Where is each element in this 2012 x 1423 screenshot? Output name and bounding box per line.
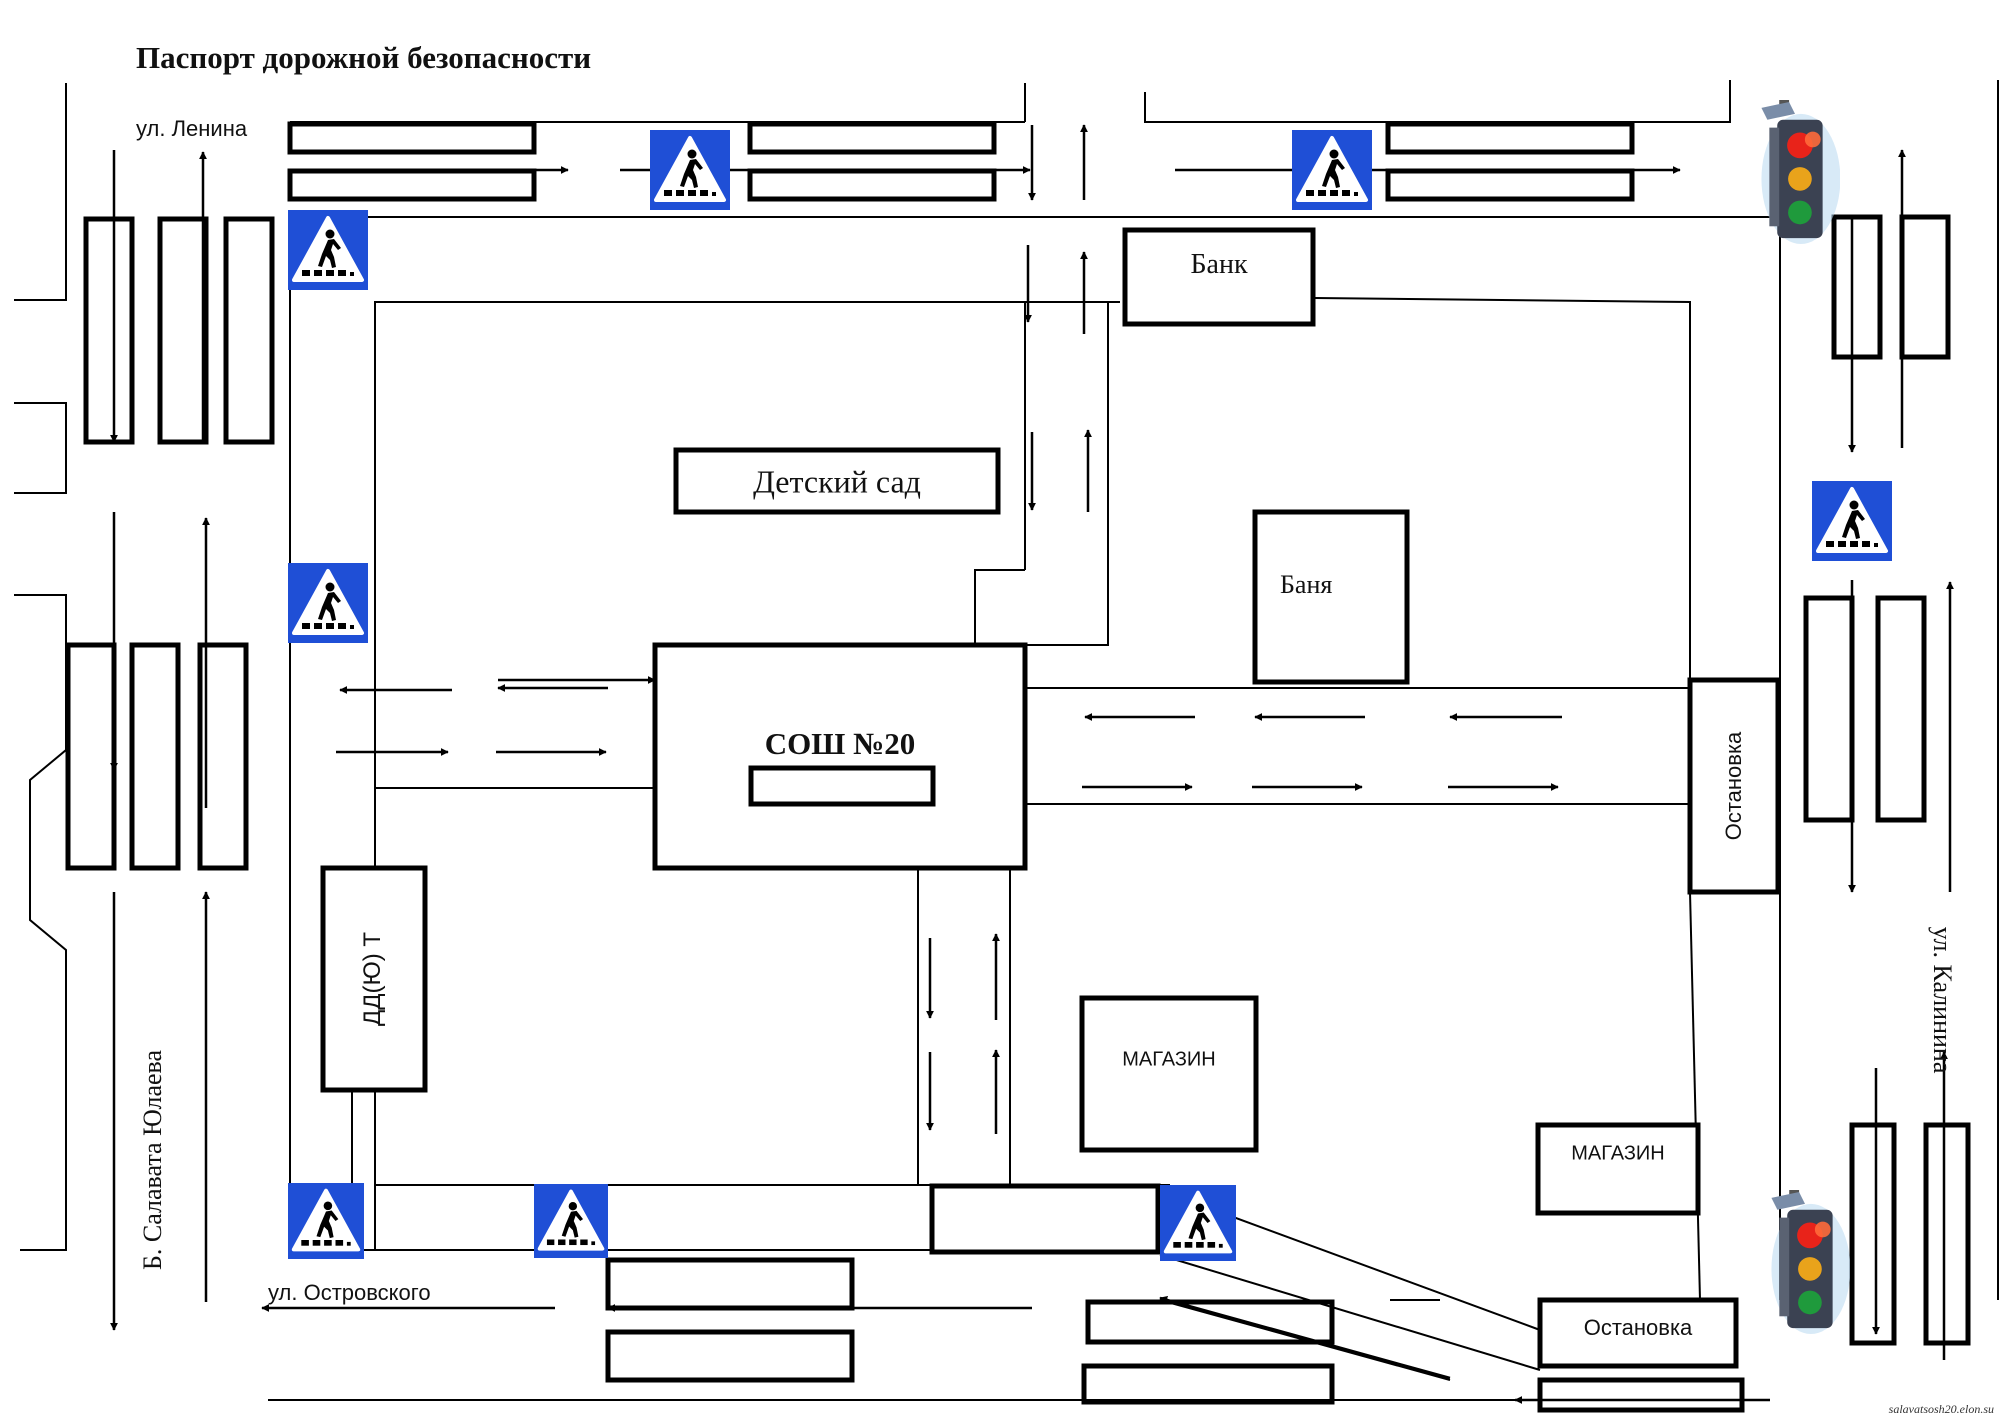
pedestrian-crossing-icon (288, 210, 368, 290)
lane-box (1875, 595, 1927, 823)
lane-box (1385, 121, 1635, 155)
lane-box (157, 216, 209, 445)
pedestrian-crossing-icon (1160, 1185, 1236, 1261)
pedestrian-crossing-icon (1812, 481, 1892, 561)
shop-center-building (1079, 995, 1259, 1153)
shop-right-building (1535, 1122, 1701, 1216)
watermark: salavatsosh20.elon.su (1888, 1402, 1994, 1416)
lane-box (1385, 168, 1635, 202)
pedestrian-crossing-icon (650, 130, 730, 210)
traffic-arrows (110, 124, 1954, 1404)
lane-box (223, 216, 275, 445)
lane-box (1831, 214, 1883, 360)
bus-stop-right (1687, 677, 1781, 895)
school-label: СОШ №20 (764, 726, 916, 761)
bathhouse-label: Баня (1280, 570, 1333, 599)
street-label-salavata: Б. Салавата Юлаева (138, 1050, 167, 1270)
lane-box (1923, 1122, 1971, 1346)
lane-box (1085, 1299, 1335, 1345)
lane-box (605, 1257, 855, 1311)
lane-box (65, 642, 117, 871)
bus-stop-right-label: Остановка (1721, 731, 1746, 841)
bank-label: Банк (1190, 249, 1248, 280)
shop-right-label: МАГАЗИН (1571, 1142, 1665, 1165)
lane-box (1849, 1122, 1897, 1346)
arrow (1159, 1296, 1451, 1380)
pedestrian-crossing-icon (288, 563, 368, 643)
bank-building (1122, 227, 1316, 327)
ddyut-building (320, 865, 428, 1093)
lane-box (605, 1329, 855, 1383)
traffic-light-icon (1771, 1190, 1850, 1335)
street-label-lenina: ул. Ленина (136, 116, 248, 141)
street-label-ostrovskogo: ул. Островского (268, 1280, 431, 1305)
lane-box (129, 642, 181, 871)
school-building (652, 642, 1028, 871)
lane-box (1537, 1377, 1745, 1413)
bus-stop-bottom (1537, 1297, 1739, 1369)
kindergarten-building (673, 447, 1001, 515)
bus-stop-bottom-label: Остановка (1583, 1315, 1693, 1340)
lane-box (197, 642, 249, 871)
lane-box (287, 121, 537, 155)
school-entrance-box (748, 765, 936, 807)
lane-box (83, 216, 135, 445)
lane-box (1081, 1363, 1335, 1405)
pedestrian-crossing-icon (1292, 130, 1372, 210)
shop-center-label: МАГАЗИН (1122, 1048, 1216, 1071)
lane-box (1899, 214, 1951, 360)
kindergarten-label: Детский сад (753, 463, 921, 500)
lane-box (747, 168, 997, 202)
lane-boxes (65, 121, 1971, 1413)
page-title: Паспорт дорожной безопасности (136, 40, 592, 75)
lane-box (747, 121, 997, 155)
traffic-light-icon (1761, 100, 1840, 245)
lane-box (929, 1183, 1161, 1255)
bathhouse-building (1252, 509, 1410, 685)
street-label-kalinina: ул. Калинина (1928, 926, 1957, 1074)
pedestrian-crossing-icon (288, 1183, 364, 1259)
lane-box (287, 168, 537, 202)
lane-box (1803, 595, 1855, 823)
ddyut-label: ДД(Ю) Т (359, 931, 386, 1027)
pedestrian-crossing-icon (534, 1183, 608, 1259)
